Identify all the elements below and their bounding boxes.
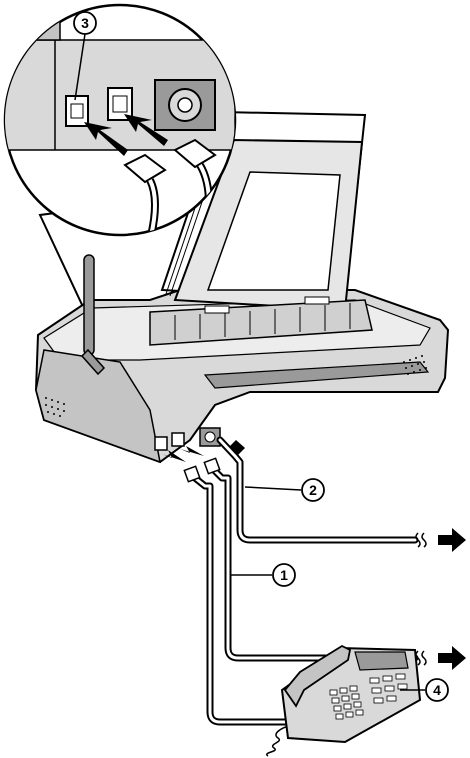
callout-2-label: 2 [309,482,317,498]
jack-ext [155,437,167,450]
callout-4-label: 4 [433,682,441,698]
jack-line [172,433,184,446]
phone-display [355,652,408,670]
leader-2 [245,487,301,490]
callout-1: 1 [273,564,295,586]
wavy-break-icon [422,533,426,547]
wavy-break-icon [422,651,426,665]
callout-4: 4 [426,679,448,701]
arrow-to-jack-small-2 [180,446,204,456]
guide-slider-left [205,306,229,313]
callout-1-label: 1 [280,567,288,583]
arrow-right-icon [438,528,466,552]
callout-3: 3 [74,12,96,34]
cable-1-end [416,646,466,670]
callout-2: 2 [302,479,324,501]
callout-3-label: 3 [81,15,89,31]
extension-telephone [267,646,420,756]
arrow-right-icon [438,646,466,670]
cable-2-end [416,528,466,552]
guide-slider-right [305,297,329,304]
